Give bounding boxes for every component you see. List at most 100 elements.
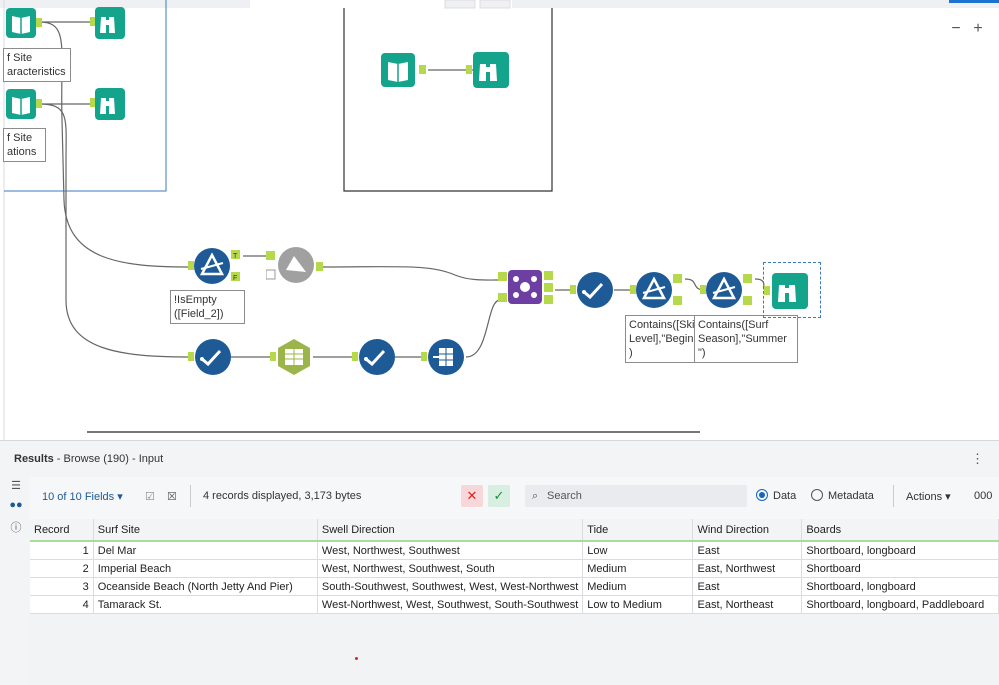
table-cell[interactable]: East — [692, 577, 803, 596]
annotation-isempty: !IsEmpty ([Field_2]) — [170, 290, 245, 324]
divider — [190, 485, 191, 507]
help-icon[interactable]: ⓘ — [10, 522, 22, 534]
workflow-canvas[interactable]: f Site aracteristics f Site ations T F !… — [0, 0, 999, 440]
annotation-line: !IsEmpty — [174, 294, 217, 306]
table-cell[interactable]: East, Northeast — [692, 595, 803, 614]
browse-binoculars-icon-3[interactable] — [466, 50, 510, 90]
annotation-line: Level],"Begin — [629, 333, 694, 345]
results-grid[interactable]: Record Surf Site Swell Direction Tide Wi… — [30, 519, 999, 685]
table-cell[interactable]: Shortboard, longboard — [801, 541, 999, 560]
records-info: 4 records displayed, 3,173 bytes — [203, 490, 362, 502]
table-row[interactable]: 1 Del Mar West, Northwest, Southwest Low… — [30, 541, 999, 560]
table-cell[interactable]: Oceanside Beach (North Jetty And Pier) — [93, 577, 318, 596]
table-cell[interactable]: Low to Medium — [582, 595, 694, 614]
table-cell[interactable]: Tamarack St. — [93, 595, 318, 614]
metadata-radio[interactable] — [811, 489, 823, 501]
chevron-down-icon-2: ▾ — [945, 491, 951, 503]
data-label: Data — [773, 490, 797, 502]
table-cell[interactable]: 2 — [30, 559, 94, 578]
annotation-line: f Site — [7, 132, 33, 144]
fields-label: 10 of 10 Fields — [42, 491, 115, 503]
table-row[interactable]: 2 Imperial Beach West, Northwest, Southw… — [30, 559, 999, 578]
column-header[interactable]: Surf Site — [93, 519, 318, 542]
table-cell[interactable]: West, Northwest, Southwest — [317, 541, 584, 560]
cancel-filter-button[interactable]: ✕ — [461, 485, 483, 507]
input-book-icon[interactable] — [6, 6, 42, 42]
browse-binoculars-icon-2[interactable] — [90, 86, 126, 122]
column-header[interactable]: Wind Direction — [692, 519, 803, 542]
browse-binoculars-icon[interactable] — [90, 5, 126, 41]
column-header[interactable]: Tide — [582, 519, 694, 542]
search-icon: ⌕ — [532, 490, 539, 502]
table-cell[interactable]: Shortboard, longboard — [801, 577, 999, 596]
list-icon[interactable]: ☰ — [11, 480, 21, 492]
annotation-line: ations — [7, 146, 37, 158]
table-header-row: Record Surf Site Swell Direction Tide Wi… — [30, 519, 999, 542]
annotation-line: f Site — [7, 52, 33, 64]
text-to-columns-icon[interactable] — [270, 338, 316, 376]
actions-label: Actions — [906, 491, 943, 503]
column-header[interactable]: Boards — [801, 519, 999, 542]
anchor-false-label: F — [233, 275, 237, 282]
results-title: Results - Browse (190) - Input — [14, 453, 163, 465]
metadata-label: Metadata — [828, 490, 874, 502]
select-tool-icon[interactable] — [570, 271, 616, 309]
table-cell[interactable]: East, Northwest — [692, 559, 803, 578]
column-header[interactable]: Swell Direction — [317, 519, 584, 542]
gray-process-tool-icon[interactable] — [266, 246, 324, 286]
table-cell[interactable]: Shortboard — [801, 559, 999, 578]
table-cell[interactable]: 3 — [30, 577, 94, 596]
table-cell[interactable]: East — [692, 541, 803, 560]
input-book-icon-3[interactable] — [381, 51, 427, 89]
table-cell[interactable]: Del Mar — [93, 541, 318, 560]
annotation-line: ) — [629, 347, 633, 359]
input-book-icon-2[interactable] — [6, 87, 42, 123]
cursor-dot — [355, 657, 358, 660]
uncheck-all-icon[interactable]: ☒ — [167, 491, 177, 503]
annotation-surf-site-characteristics: f Site aracteristics — [3, 48, 71, 82]
divider-2 — [893, 485, 894, 507]
table-cell[interactable]: West, Northwest, Southwest, South — [317, 559, 584, 578]
column-header[interactable]: Record — [30, 519, 94, 542]
apply-filter-button[interactable]: ✓ — [488, 485, 510, 507]
table-cell[interactable]: Medium — [582, 559, 694, 578]
filter-tool-icon[interactable]: T F — [188, 247, 244, 287]
table-row[interactable]: 3 Oceanside Beach (North Jetty And Pier)… — [30, 577, 999, 596]
browse-binoculars-icon-4[interactable] — [764, 271, 810, 311]
table-cell[interactable]: Medium — [582, 577, 694, 596]
join-tool-icon[interactable] — [498, 268, 558, 308]
results-toolbar: 10 of 10 Fields ▾ ☑ ☒ 4 records displaye… — [30, 477, 999, 519]
check-all-icon[interactable]: ☑ — [145, 491, 155, 503]
table-row[interactable]: 4 Tamarack St. West-Northwest, West, Sou… — [30, 595, 999, 614]
results-title-bold: Results — [14, 453, 54, 465]
table-cell[interactable]: South-Southwest, Southwest, West, West-N… — [317, 577, 584, 596]
select-tool-icon-3[interactable] — [352, 338, 398, 376]
zoom-in-button[interactable]: + — [973, 20, 983, 37]
table-cell[interactable]: Low — [582, 541, 694, 560]
chevron-down-icon: ▾ — [117, 491, 123, 503]
zoom-out-button[interactable]: − — [951, 20, 961, 37]
more-options-button[interactable]: 000 — [974, 490, 993, 502]
select-tool-icon-2[interactable] — [188, 338, 234, 376]
search-input[interactable]: ⌕ Search — [525, 485, 747, 507]
results-title-rest: - Browse (190) - Input — [53, 453, 164, 465]
actions-dropdown[interactable]: Actions ▾ — [906, 490, 951, 503]
results-menu-icon[interactable]: ⋮ — [971, 451, 984, 466]
data-radio[interactable] — [756, 489, 768, 501]
annotation-line: Contains([Surf — [698, 319, 769, 331]
table-cell[interactable]: Shortboard, longboard, Paddleboard — [801, 595, 999, 614]
filter-tool-icon-3[interactable] — [700, 270, 756, 310]
annotation-line: ([Field_2]) — [174, 308, 224, 320]
annotation-surf-site-locations: f Site ations — [3, 128, 46, 162]
table-cell[interactable]: 4 — [30, 595, 94, 614]
crosstab-tool-icon[interactable] — [421, 338, 467, 376]
table-cell[interactable]: West-Northwest, West, Southwest, South-S… — [317, 595, 584, 614]
table-cell[interactable]: Imperial Beach — [93, 559, 318, 578]
filter-tool-icon-2[interactable] — [630, 270, 686, 310]
table-cell[interactable]: 1 — [30, 541, 94, 560]
binoculars-icon[interactable]: ●● — [9, 499, 23, 511]
selected-tool-outline — [763, 262, 821, 318]
search-placeholder: Search — [547, 490, 582, 502]
fields-dropdown[interactable]: 10 of 10 Fields ▾ — [42, 490, 123, 503]
results-side-icons: ☰ ●● ⓘ — [5, 479, 27, 539]
